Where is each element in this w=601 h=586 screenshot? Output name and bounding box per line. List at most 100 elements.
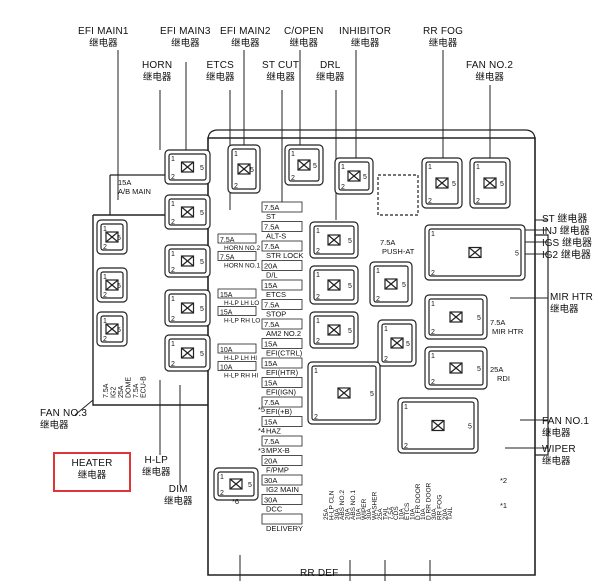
pin-label: 5	[477, 315, 481, 322]
pin-label: 1	[171, 201, 175, 208]
relay-cross	[483, 177, 497, 189]
relay-inj: 152	[377, 319, 417, 367]
fuse-push-at-rating: 7.5A	[380, 238, 395, 247]
relay-cross	[384, 278, 398, 290]
pin-label: 1	[428, 164, 432, 171]
pin-label: 2	[220, 490, 224, 497]
relay-igs: 152	[424, 224, 526, 281]
pin-label: 5	[200, 210, 204, 217]
fuse-rating: 7.5A	[264, 242, 279, 251]
pin-label: 1	[476, 164, 480, 171]
fuse-slot	[261, 396, 303, 408]
vertical-fuse-bottom: 25A	[323, 508, 330, 520]
fuse-slot	[261, 435, 303, 447]
relay-etcs: 152	[309, 311, 359, 349]
vertical-fuse-bottom: RR FOG	[436, 495, 443, 520]
vertical-fuse-bottom: ABS NO.2	[339, 490, 346, 520]
pin-label: 5	[515, 251, 519, 258]
box-top-round	[207, 129, 536, 141]
pin-label: 1	[171, 296, 175, 303]
pin-label: 2	[291, 175, 295, 182]
fuse-rating: 30A	[264, 496, 277, 505]
relay-misc: 1 5 2	[213, 467, 259, 501]
vertical-fuse-bottom: ETCS	[404, 502, 411, 520]
pin-label: 1	[316, 228, 320, 235]
pin-label: 2	[404, 443, 408, 450]
pin-label: 1	[431, 231, 435, 238]
pin-label: 5	[370, 391, 374, 398]
fuse-name: AM2 NO.2	[266, 329, 301, 338]
callout-igs: IGS 继电器	[542, 238, 593, 249]
pin-label: 2	[234, 183, 238, 190]
pin-label: 1	[220, 474, 224, 481]
fuse-name: DCC	[266, 505, 283, 514]
push-at-dashed	[377, 174, 419, 216]
fuse-rating: 7.5A	[264, 320, 279, 329]
fuse-slot	[261, 299, 303, 310]
fuse-rating: 20A	[264, 262, 277, 271]
pin-label: 2	[171, 316, 175, 323]
pin-label: 5	[117, 327, 121, 334]
leader-lines	[74, 50, 548, 581]
fuse-rating: 30A	[264, 476, 277, 485]
fuse-name: IG2 MAIN	[266, 485, 299, 494]
fuse-name: ALT-S	[266, 232, 286, 241]
relay-cross	[105, 279, 119, 291]
pin-label: 2	[316, 338, 320, 345]
pin-label: 5	[250, 167, 254, 174]
fuse-slot	[217, 343, 257, 354]
fuse-slot	[217, 306, 257, 316]
relay-ig2: 152	[307, 361, 381, 425]
vertical-fuse-bottom: TAIL	[382, 506, 389, 520]
note-6: *6	[232, 497, 239, 506]
fuse-name: H-LP RH LO	[224, 318, 260, 325]
vertical-fuse-left: 7.5A	[133, 383, 140, 398]
fuse-name: MPX-B	[266, 446, 290, 455]
note-3: *3	[258, 446, 265, 455]
pin-label: 5	[402, 282, 406, 289]
pin-label: 5	[248, 482, 252, 489]
fuse-rating: 7.5A	[220, 237, 235, 244]
pin-label: 1	[103, 318, 107, 325]
relay-efi-main3: 152	[164, 194, 211, 230]
pin-label: 2	[428, 198, 432, 205]
fuse-name: EFI(+B)	[266, 407, 293, 416]
pin-label: 1	[234, 151, 238, 158]
relay-inhibitor: 152	[334, 157, 374, 195]
pin-label: 2	[103, 336, 107, 343]
pin-label: 2	[171, 267, 175, 274]
vertical-fuse-bottom: 30A	[366, 508, 373, 520]
relay-dim: 152	[164, 334, 211, 372]
fuse-ab-main-rating: 15A	[118, 178, 131, 187]
pin-label: 2	[376, 296, 380, 303]
pin-label: 1	[384, 326, 388, 333]
callout-inj: INJ 继电器	[542, 226, 590, 237]
fuse-name: HAZ	[266, 427, 281, 436]
pin-label: 2	[314, 414, 318, 421]
fuse-name: EFI(IGN)	[266, 388, 296, 397]
relay-rdi-relay: 152	[424, 346, 488, 390]
relay-cross	[435, 177, 449, 189]
note-1: *1	[500, 501, 507, 510]
relay-cross	[327, 279, 341, 291]
vertical-fuse-bottom: 25A	[377, 508, 384, 520]
relay-rr-fog: 152	[421, 157, 463, 209]
